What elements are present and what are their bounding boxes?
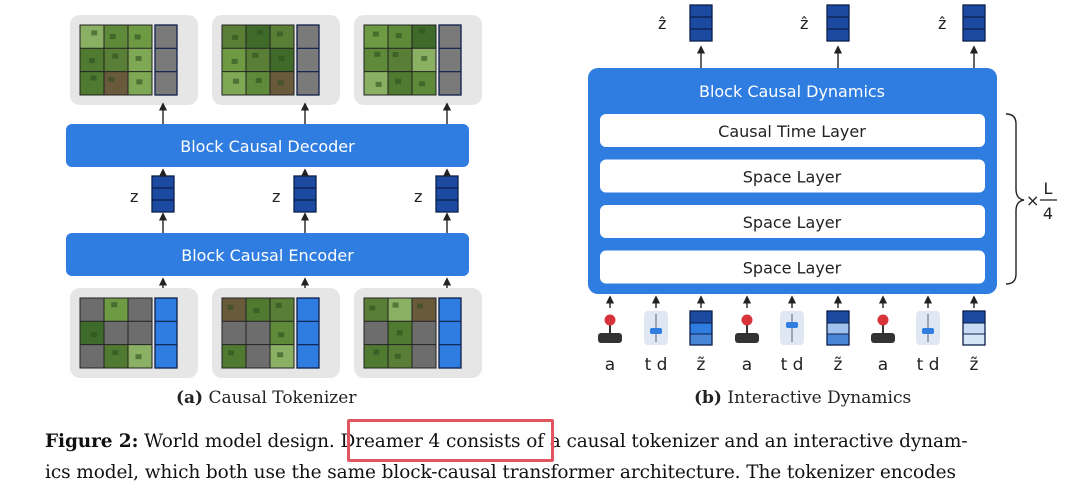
latent-label-3: z — [414, 187, 422, 206]
caption-highlight-text: Dreamer 4 consists — [334, 431, 521, 452]
block-causal-decoder — [66, 124, 469, 167]
masked-frame-2 — [212, 288, 340, 378]
slider-icon — [916, 311, 940, 345]
noisy-latent-token — [689, 310, 713, 346]
input-label-6: z̃ — [834, 355, 843, 375]
input-label-2: t d — [645, 355, 668, 375]
repeat-den: 4 — [1043, 204, 1053, 223]
reconstructed-frame-1 — [70, 15, 198, 105]
latent-token-1 — [151, 175, 175, 213]
reconstructed-frame-2 — [212, 15, 340, 105]
interactive-dynamics: ẑ ẑ ẑ Block Causal Dynamics Causal Time … — [588, 4, 1057, 375]
subcaption-b: (b) Interactive Dynamics — [694, 388, 912, 408]
output-token-1 — [689, 4, 713, 42]
input-label-4: a — [742, 355, 752, 375]
figure-caption-line-1: Figure 2: World model design. Dreamer 4 … — [45, 431, 968, 452]
joystick-icon — [735, 314, 759, 343]
output-label-3: ẑ — [938, 14, 946, 33]
input-label-9: z̃ — [970, 355, 979, 375]
figure-diagram: Block Causal Decoder z z z Block Causal … — [66, 4, 1057, 378]
slider-icon — [644, 311, 668, 345]
encoder-label: Block Causal Encoder — [181, 246, 354, 265]
reconstructed-token-3 — [438, 24, 462, 96]
reconstructed-token-2 — [296, 24, 320, 96]
dynamics-layer-label-4: Space Layer — [743, 259, 842, 278]
dynamics-layer-label-1: Causal Time Layer — [718, 122, 866, 141]
block-causal-encoder — [66, 233, 469, 276]
input-token-2 — [296, 297, 320, 369]
output-token-2 — [826, 4, 850, 42]
joystick-icon — [598, 314, 622, 343]
repeat-prefix: × — [1026, 191, 1039, 210]
masked-frame-1 — [70, 288, 198, 378]
repeat-brace — [1005, 113, 1025, 285]
decoder-label: Block Causal Decoder — [180, 137, 355, 156]
latent-label-2: z — [272, 187, 280, 206]
figure-caption-line-2: ics model, which both use the same block… — [45, 462, 956, 483]
output-label-1: ẑ — [658, 14, 666, 33]
reconstructed-frame-3 — [354, 15, 482, 105]
dynamics-layer-2 — [600, 159, 985, 193]
output-token-3 — [962, 4, 986, 42]
joystick-icon — [871, 314, 895, 343]
dynamics-layer-label-3: Space Layer — [743, 213, 842, 232]
slider-icon — [780, 311, 804, 345]
subcaption-a: (a) Causal Tokenizer — [176, 388, 357, 408]
dynamics-layer-4 — [600, 250, 985, 284]
masked-frame-3 — [354, 288, 482, 378]
reconstructed-token-1 — [154, 24, 178, 96]
dynamics-layer-label-2: Space Layer — [743, 168, 842, 187]
latent-token-2 — [293, 175, 317, 213]
input-label-3: z̃ — [697, 355, 706, 375]
input-token-1 — [154, 297, 178, 369]
input-label-8: t d — [917, 355, 940, 375]
highlight-box — [347, 419, 554, 462]
dynamics-layer-3 — [600, 205, 985, 238]
input-token-3 — [438, 297, 462, 369]
output-label-2: ẑ — [800, 14, 808, 33]
noisy-latent-token — [826, 310, 850, 346]
dynamics-title: Block Causal Dynamics — [699, 82, 885, 101]
input-label-5: t d — [781, 355, 804, 375]
latent-label-1: z — [130, 187, 138, 206]
dynamics-layer-1 — [600, 114, 985, 147]
causal-tokenizer: Block Causal Decoder z z z Block Causal … — [66, 15, 482, 378]
noisy-latent-token — [962, 310, 986, 346]
input-label-1: a — [605, 355, 615, 375]
input-label-7: a — [878, 355, 888, 375]
repeat-num: L — [1044, 179, 1053, 198]
latent-token-3 — [435, 175, 459, 213]
